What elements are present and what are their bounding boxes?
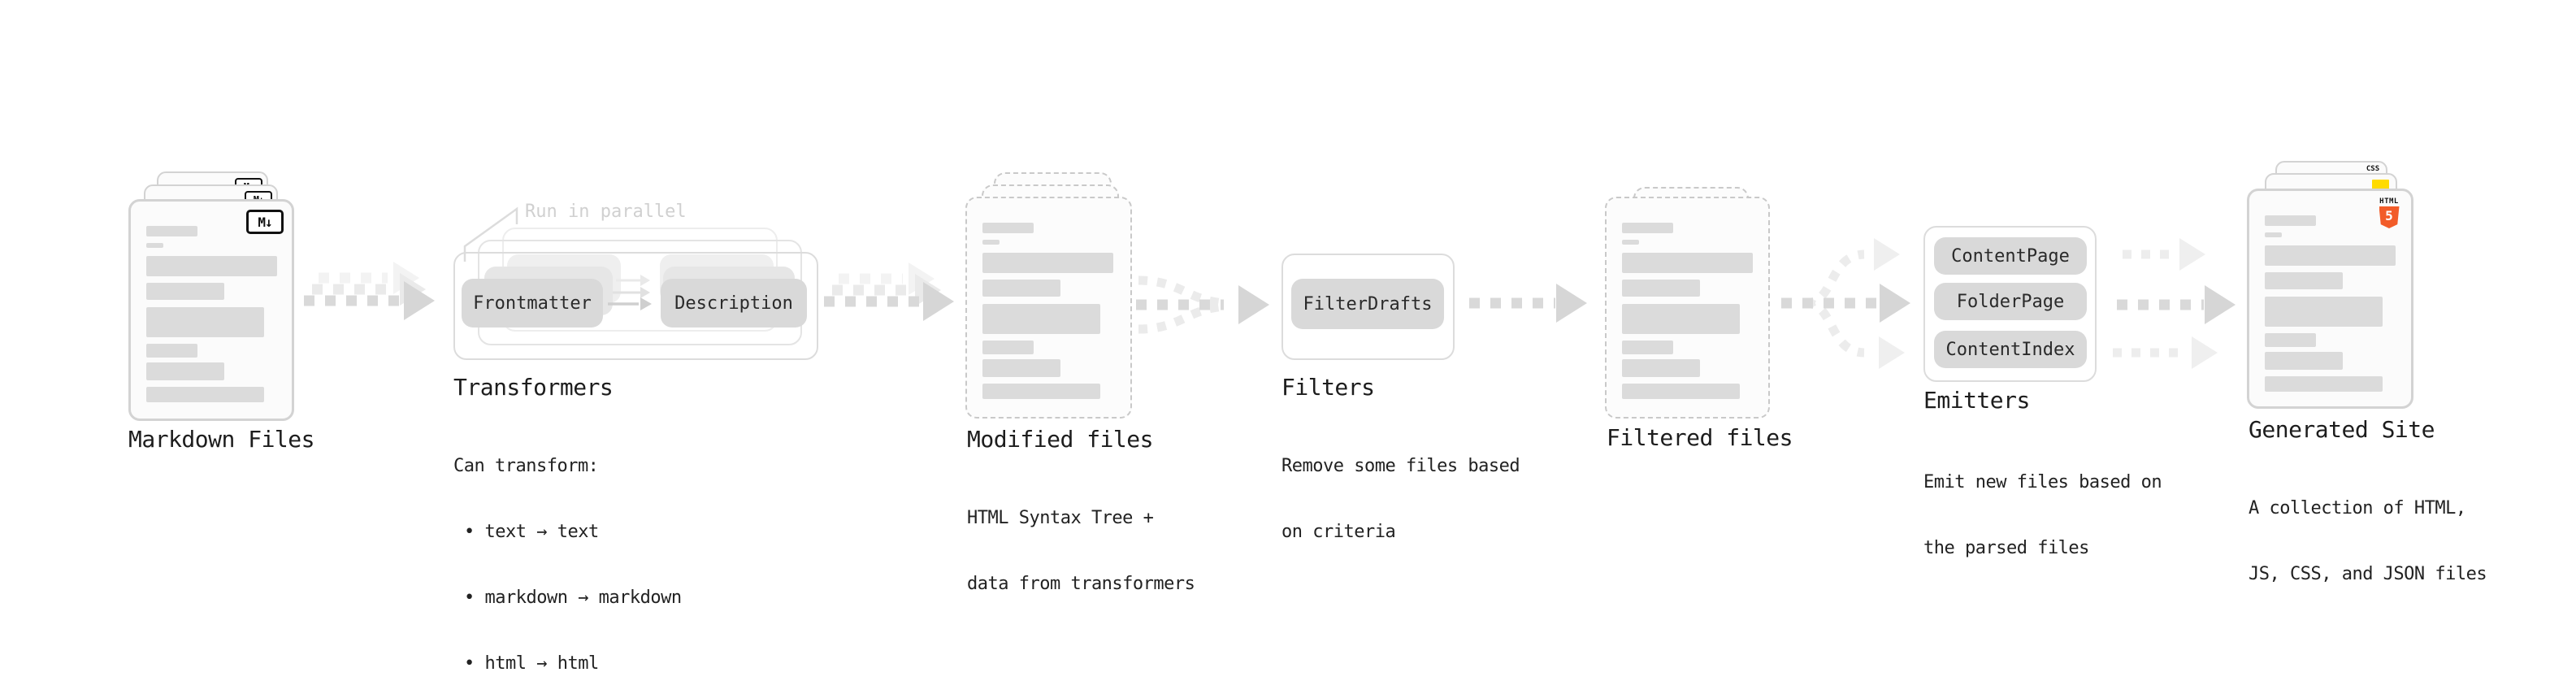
placeholder-bar xyxy=(1622,223,1673,233)
placeholder-bar xyxy=(146,256,277,276)
emitters-caption: Emit new files based on the parsed files xyxy=(1923,472,2162,558)
node-title-transformers: Transformers xyxy=(453,374,614,401)
run-in-parallel-annotation: Run in parallel xyxy=(525,202,687,222)
placeholder-bar xyxy=(982,359,1060,377)
file-card-front: M↓ xyxy=(128,199,294,421)
placeholder-bar xyxy=(2265,297,2383,327)
placeholder-bar xyxy=(2265,272,2343,289)
placeholder-bar xyxy=(2265,245,2396,266)
placeholder-bar xyxy=(1622,304,1740,334)
node-label-generated-site: Generated Site xyxy=(2249,416,2435,443)
placeholder-bar xyxy=(1622,384,1740,399)
arrow-emitters-to-generated xyxy=(2113,238,2236,369)
modified-files-caption: HTML Syntax Tree + data from transformer… xyxy=(967,508,1195,594)
node-label-modified-files: Modified files xyxy=(967,426,1154,453)
filters-caption: Remove some files based on criteria xyxy=(1281,456,1520,542)
node-title-emitters: Emitters xyxy=(1923,387,2030,414)
placeholder-bar xyxy=(982,280,1060,297)
transformer-box-front xyxy=(453,252,818,360)
arrow-transformers-to-modified xyxy=(824,262,954,321)
placeholder-bar xyxy=(2265,215,2316,226)
placeholder-bar xyxy=(982,340,1034,354)
placeholder-bar xyxy=(982,253,1113,273)
placeholder-bar xyxy=(1622,280,1700,297)
pill-contentindex: ContentIndex xyxy=(1934,331,2087,368)
pill-filterdrafts: FilterDrafts xyxy=(1291,279,1444,329)
node-label-filtered-files: Filtered files xyxy=(1607,424,1793,451)
placeholder-bar xyxy=(982,223,1034,233)
bullet-item: • html → html xyxy=(464,653,599,674)
arrow-markdown-to-transformers xyxy=(304,262,435,320)
arrow-filtered-to-emitters xyxy=(1781,238,1910,369)
placeholder-bar xyxy=(146,362,224,380)
placeholder-bar xyxy=(146,243,163,248)
caption-heading: Can transform: xyxy=(453,456,599,476)
node-label-markdown-files: Markdown Files xyxy=(128,426,315,453)
html5-icon: HTML 5 xyxy=(2377,197,2401,228)
placeholder-bar xyxy=(1622,340,1673,354)
placeholder-bar xyxy=(146,307,264,337)
generated-site-caption: A collection of HTML, JS, CSS, and JSON … xyxy=(2249,498,2487,584)
placeholder-bar xyxy=(1622,240,1639,245)
placeholder-bar xyxy=(146,283,224,300)
markdown-icon: M↓ xyxy=(246,210,284,234)
placeholder-bar xyxy=(1622,253,1753,273)
placeholder-bar xyxy=(2265,333,2316,347)
placeholder-bar xyxy=(146,344,197,358)
pill-contentpage: ContentPage xyxy=(1934,237,2087,275)
placeholder-bar xyxy=(982,240,1000,245)
placeholder-bar xyxy=(982,384,1100,399)
placeholder-bar xyxy=(2265,376,2383,392)
bullet-item: • text → text xyxy=(464,522,599,542)
file-card-front xyxy=(965,197,1132,419)
arrow-filters-to-filtered xyxy=(1469,284,1587,323)
pill-folderpage: FolderPage xyxy=(1934,283,2087,320)
file-card-front xyxy=(1605,197,1770,419)
pill-description: Description xyxy=(661,279,807,327)
placeholder-bar xyxy=(146,226,197,236)
placeholder-bar xyxy=(1622,359,1700,377)
placeholder-bar xyxy=(982,304,1100,334)
file-card-front: HTML 5 xyxy=(2247,189,2413,409)
arrow-modified-to-filters xyxy=(1136,275,1269,334)
placeholder-bar xyxy=(2265,352,2343,370)
transformers-caption: Can transform: • text → text • markdown … xyxy=(453,411,682,681)
pill-frontmatter: Frontmatter xyxy=(462,279,603,327)
placeholder-bar xyxy=(2265,232,2282,237)
node-title-filters: Filters xyxy=(1281,374,1375,401)
placeholder-bar xyxy=(146,387,264,402)
js-icon xyxy=(2372,180,2389,190)
bullet-item: • markdown → markdown xyxy=(464,588,682,608)
